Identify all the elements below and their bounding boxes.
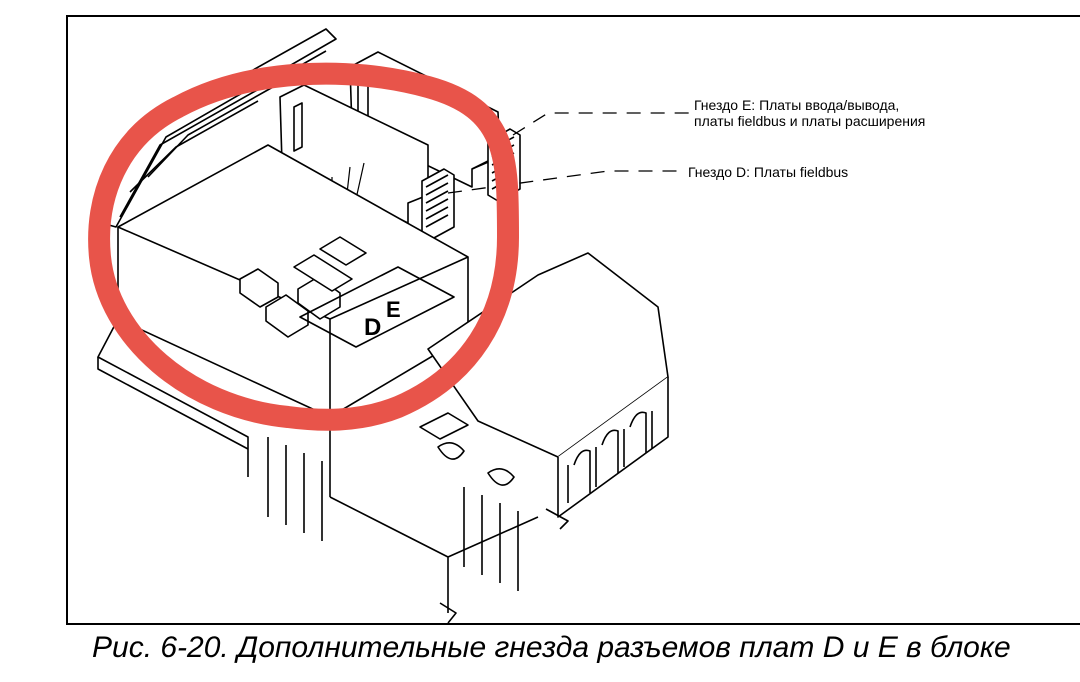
figure-caption: Рис. 6-20. Дополнительные гнезда разъемо…: [92, 631, 1011, 664]
callout-slot-e-line2: платы fieldbus и платы расширения: [694, 113, 926, 129]
heatsink: [267, 437, 569, 623]
slot-label-d: D: [364, 314, 382, 341]
cable-enclosure: [419, 252, 669, 518]
callout-slot-e-line1: Гнездо E: Платы ввода/вывода,: [694, 97, 900, 113]
highlight-circle: [88, 62, 519, 431]
device-drawing: [88, 28, 690, 623]
slot-connectors: [239, 236, 455, 348]
figure-frame: Гнездо E: Платы ввода/вывода, платы fiel…: [66, 15, 1080, 625]
slot-label-e: E: [386, 297, 401, 322]
callout-slot-e: Гнездо E: Платы ввода/вывода, платы fiel…: [694, 97, 925, 129]
terminal-connector-d: [421, 168, 455, 240]
callout-slot-d: Гнездо D: Платы fieldbus: [688, 164, 849, 180]
